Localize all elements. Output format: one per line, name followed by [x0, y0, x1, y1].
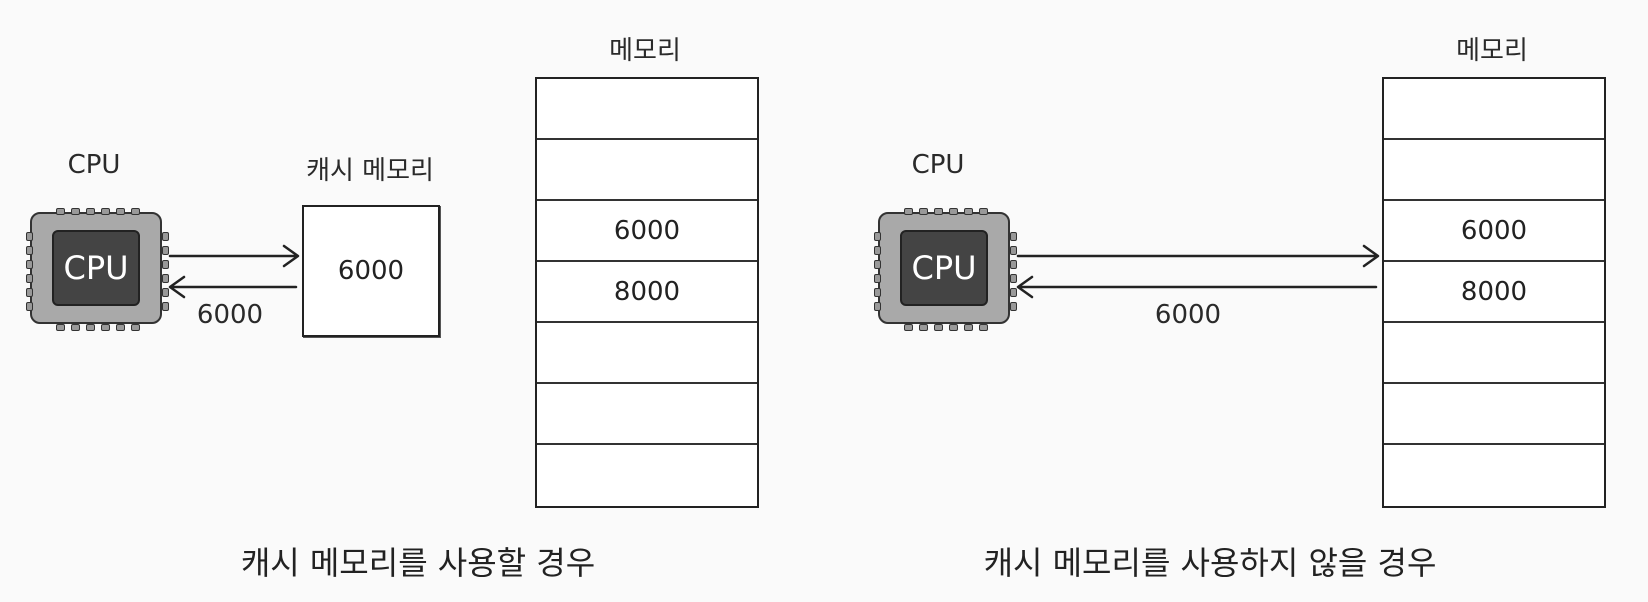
cpu-pin	[56, 324, 65, 331]
left-cpu-label: CPU	[67, 150, 121, 180]
right-memory-cell: 6000	[1384, 201, 1604, 262]
cpu-pin	[71, 324, 80, 331]
left-return-value: 6000	[196, 300, 264, 330]
cpu-pin	[56, 208, 65, 215]
cpu-pin	[979, 208, 988, 215]
left-return-arrow	[168, 275, 298, 299]
cpu-pin	[949, 324, 958, 331]
cpu-pin	[874, 260, 881, 269]
cpu-pin	[26, 274, 33, 283]
right-request-arrow	[1016, 244, 1380, 268]
cpu-pin	[86, 208, 95, 215]
cpu-pin	[162, 302, 169, 311]
right-return-value: 6000	[1154, 300, 1222, 330]
cpu-pin	[26, 302, 33, 311]
left-cpu-chip-text: CPU	[52, 230, 140, 306]
left-cache-box: 6000	[302, 205, 440, 337]
left-memory-table: 6000 8000	[535, 77, 759, 508]
right-cpu-chip-text: CPU	[900, 230, 988, 306]
cpu-pin	[904, 208, 913, 215]
cpu-pin	[1010, 246, 1017, 255]
cpu-pin	[934, 324, 943, 331]
right-cpu-label: CPU	[911, 150, 965, 180]
cpu-pin	[964, 208, 973, 215]
right-memory-cell: 8000	[1384, 262, 1604, 323]
cpu-pin	[86, 324, 95, 331]
cpu-pin	[934, 208, 943, 215]
cpu-pin	[1010, 232, 1017, 241]
right-return-arrow	[1016, 275, 1378, 299]
cpu-pin	[874, 302, 881, 311]
cpu-pin	[131, 324, 140, 331]
cpu-pin	[116, 324, 125, 331]
cpu-pin	[101, 208, 110, 215]
cpu-pin	[101, 324, 110, 331]
cpu-pin	[162, 274, 169, 283]
cpu-pin	[71, 208, 80, 215]
cpu-pin	[949, 208, 958, 215]
cpu-pin	[1010, 274, 1017, 283]
cpu-pin	[162, 232, 169, 241]
right-memory-label: 메모리	[1456, 36, 1528, 66]
cpu-pin	[964, 324, 973, 331]
right-memory-cell	[1384, 140, 1604, 201]
left-memory-cell	[537, 140, 757, 201]
right-memory-table: 6000 8000	[1382, 77, 1606, 508]
cpu-pin	[904, 324, 913, 331]
left-caption: 캐시 메모리를 사용할 경우	[240, 544, 596, 582]
cpu-pin	[874, 232, 881, 241]
left-memory-label: 메모리	[609, 36, 681, 66]
cpu-pin	[131, 208, 140, 215]
left-memory-cell	[537, 323, 757, 384]
cpu-pin	[874, 246, 881, 255]
cpu-pin	[1010, 302, 1017, 311]
cpu-pin	[26, 260, 33, 269]
left-memory-cell	[537, 79, 757, 140]
left-memory-cell	[537, 384, 757, 445]
cpu-pin	[116, 208, 125, 215]
left-memory-cell: 6000	[537, 201, 757, 262]
right-memory-cell	[1384, 323, 1604, 384]
cpu-pin	[874, 288, 881, 297]
cpu-pin	[874, 274, 881, 283]
cpu-pin	[1010, 288, 1017, 297]
cpu-pin	[26, 246, 33, 255]
cpu-pin	[162, 288, 169, 297]
cpu-pin	[162, 260, 169, 269]
right-caption: 캐시 메모리를 사용하지 않을 경우	[983, 544, 1437, 582]
cpu-pin	[162, 246, 169, 255]
cpu-pin	[1010, 260, 1017, 269]
left-cache-label: 캐시 메모리	[306, 156, 434, 186]
cpu-pin	[26, 288, 33, 297]
left-memory-cell: 8000	[537, 262, 757, 323]
right-cpu-chip-icon: CPU	[874, 208, 1017, 331]
left-cpu-chip-icon: CPU	[26, 208, 169, 331]
left-request-arrow	[168, 244, 300, 268]
right-memory-cell	[1384, 79, 1604, 140]
cpu-pin	[26, 232, 33, 241]
cpu-pin	[979, 324, 988, 331]
cpu-pin	[919, 208, 928, 215]
cpu-pin	[919, 324, 928, 331]
right-memory-cell	[1384, 384, 1604, 445]
